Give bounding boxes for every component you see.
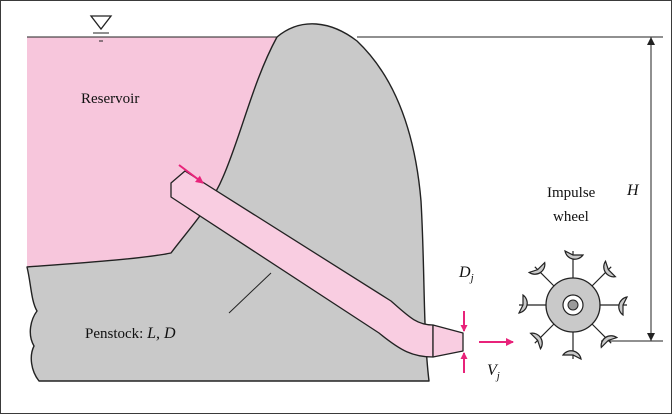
inlet-flow-arrow <box>178 164 204 184</box>
penstock-label: Penstock: L, D <box>85 325 176 342</box>
penstock-leader-line <box>228 272 272 314</box>
reservoir-label: Reservoir <box>81 91 139 107</box>
impulse-label-line2: wheel <box>553 209 589 225</box>
impulse-label-line1: Impulse <box>547 185 596 201</box>
height-dimension <box>357 36 663 342</box>
height-label: H <box>626 182 640 199</box>
wheel-buckets <box>517 249 629 361</box>
jet-velocity-label: Vj <box>487 362 500 382</box>
jet-diameter-label: Dj <box>458 264 474 284</box>
nozzle <box>432 324 464 358</box>
water-level-icon <box>89 15 113 42</box>
reservoir-water <box>27 37 277 267</box>
wheel-axle <box>567 299 579 311</box>
